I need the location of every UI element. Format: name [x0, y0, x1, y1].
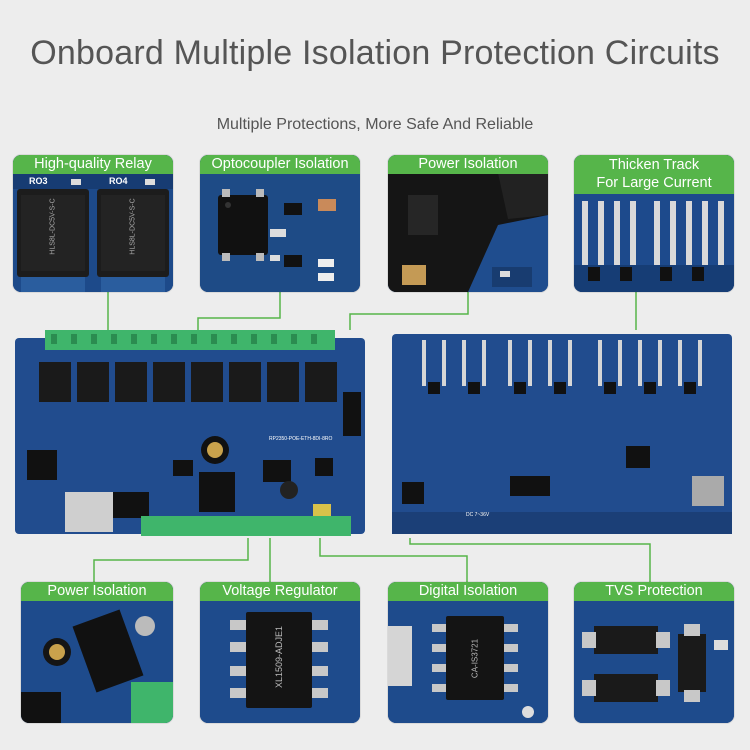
thicken-track-card: Thicken Track For Large Current: [574, 155, 734, 292]
relay-card-label: High-quality Relay: [13, 155, 173, 174]
board-back-image: [390, 330, 735, 538]
relay-closeup-image: [13, 155, 173, 292]
relay-marking-ro4: RO4: [109, 176, 128, 186]
digital-isolation-image: [388, 582, 548, 723]
voltage-regulator-image: [200, 582, 360, 723]
tvs-protection-label: TVS Protection: [574, 582, 734, 601]
board-back: DC 7~36V: [390, 330, 735, 538]
power-isolation-top-label: Power Isolation: [388, 155, 548, 174]
power-isolation-top-card: Power Isolation: [388, 155, 548, 292]
power-isolation-bottom-image: [21, 582, 173, 723]
tvs-protection-card: TVS Protection: [574, 582, 734, 723]
relay-marking-ro3: RO3: [29, 176, 48, 186]
power-isolation-bottom-label: Power Isolation: [21, 582, 173, 601]
board-back-power-label: DC 7~36V: [466, 512, 490, 518]
thicken-track-label-line1: Thicken Track: [608, 157, 700, 173]
board-front-image: [13, 330, 368, 538]
page-subtitle: Multiple Protections, More Safe And Reli…: [216, 116, 534, 133]
relay-text-right: HLS8L-DC5V-S-C: [129, 198, 137, 255]
power-isolation-top-image: [388, 155, 548, 292]
digital-isolation-label: Digital Isolation: [388, 582, 548, 601]
thicken-track-label-line2: For Large Current: [596, 175, 712, 191]
tvs-protection-image: [574, 582, 734, 723]
thicken-track-label: Thicken Track For Large Current: [574, 155, 734, 194]
relay-text-left: HLS8L-DC5V-S-C: [49, 198, 57, 255]
page-title: Onboard Multiple Isolation Protection Ci…: [30, 34, 720, 72]
optocoupler-card-label: Optocoupler Isolation: [200, 155, 360, 174]
board-front-silkscreen: RP2350-POE-ETH-8DI-8RO: [269, 436, 333, 442]
optocoupler-closeup-image: [200, 155, 360, 292]
digital-isolation-card: Digital Isolation CA-IS3721: [388, 582, 548, 723]
relay-card: High-quality Relay RO3 RO4 HLS8L-DC5V-S-…: [13, 155, 173, 292]
power-isolation-bottom-card: Power Isolation: [21, 582, 173, 723]
digital-isolation-chip-text: CA-IS3721: [470, 638, 480, 679]
voltage-regulator-label: Voltage Regulator: [200, 582, 360, 601]
optocoupler-card: Optocoupler Isolation: [200, 155, 360, 292]
board-front: RP2350-POE-ETH-8DI-8RO: [13, 330, 368, 538]
voltage-regulator-card: Voltage Regulator XL1509-ADJE1: [200, 582, 360, 723]
voltage-regulator-chip-text: XL1509-ADJE1: [274, 625, 284, 689]
